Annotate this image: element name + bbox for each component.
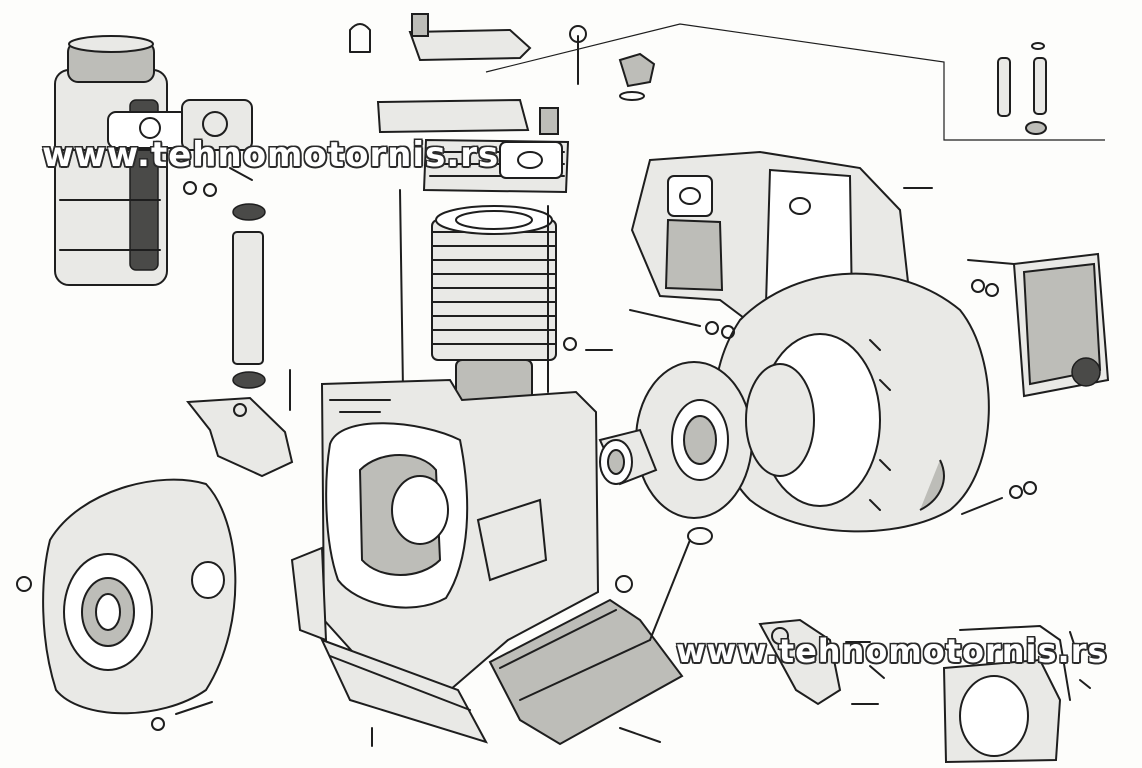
watermark-top: www.tehnomotornis.rs: [42, 135, 500, 175]
dowel-pins: [997, 42, 1047, 135]
filler-cap: [618, 52, 656, 101]
cylinder-head: [376, 98, 570, 194]
headlight: [967, 252, 1110, 398]
filter-fasteners: [183, 167, 253, 197]
flange-ring: [635, 361, 815, 519]
rocker-cover: [349, 13, 587, 85]
rocker-bracket: [186, 396, 294, 478]
crankcase: [320, 378, 600, 692]
leader-line: [485, 23, 1105, 141]
long-stud: [399, 189, 404, 391]
crankcase-fasteners: [371, 337, 713, 747]
bearing-sleeve: [598, 428, 658, 486]
oil-pan: [320, 638, 489, 744]
cylinder-barrel: [431, 205, 557, 405]
watermark-bottom: www.tehnomotornis.rs: [676, 632, 1108, 670]
bearing-housing: [16, 478, 237, 731]
inset-crankcase: [942, 625, 1091, 764]
small-bracket: [758, 618, 885, 706]
right-fasteners: [629, 187, 1037, 515]
mount-bracket: [290, 546, 684, 746]
air-filter: [54, 35, 253, 286]
pushrod-tube: [232, 203, 291, 411]
